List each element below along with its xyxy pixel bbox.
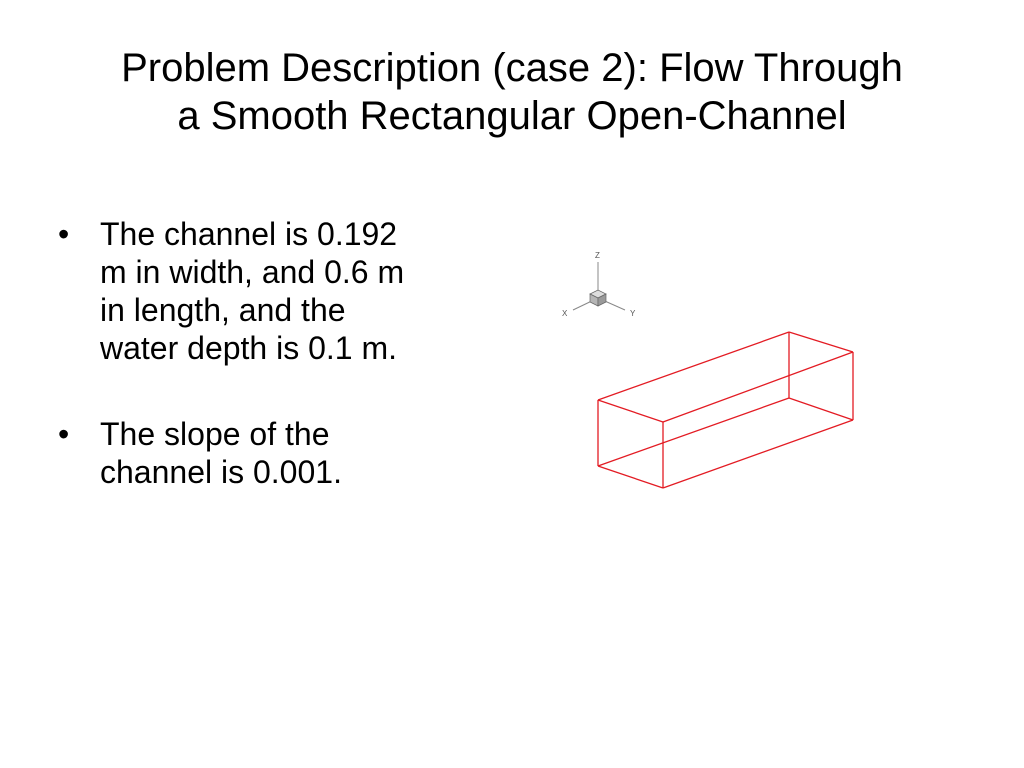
bullet-item-channel-dimensions: • The channel is 0.192 m in width, and 0… [58, 215, 498, 367]
z-axis-label: Z [595, 251, 600, 260]
slide-title-line-1: Problem Description (case 2): Flow Throu… [121, 46, 903, 90]
cube-right-face [597, 293, 607, 307]
channel-box [597, 331, 854, 489]
bullet-text-line: The slope of the [100, 416, 330, 452]
bullet-marker: • [58, 416, 70, 452]
bullet-list: • The channel is 0.192 m in width, and 0… [58, 215, 498, 539]
bullet-text-line: m in width, and 0.6 m [100, 254, 405, 290]
slide-title: Problem Description (case 2): Flow Throu… [40, 44, 984, 140]
bullet-text-line: in length, and the [100, 292, 346, 328]
box-edge [597, 399, 664, 423]
x-axis-label: X [562, 309, 568, 318]
bullet-text-line: water depth is 0.1 m. [100, 330, 398, 366]
box-edge [788, 397, 854, 421]
box-edge [597, 331, 790, 401]
y-axis-label: Y [630, 309, 636, 318]
bullet-text-line: channel is 0.001. [100, 454, 342, 490]
box-edge [597, 397, 790, 467]
bullet-marker: • [58, 216, 70, 252]
bullet-item-channel-slope: • The slope of the channel is 0.001. [58, 415, 498, 491]
axis-triad-icon: Z X Y [562, 251, 636, 318]
slide-title-line-2: a Smooth Rectangular Open-Channel [177, 94, 847, 138]
box-edge [662, 419, 854, 489]
bullet-text-line: The channel is 0.192 [100, 216, 398, 252]
channel-wireframe-figure: Z X Y [562, 251, 854, 489]
box-edge [662, 351, 854, 423]
box-edge [788, 331, 854, 353]
box-edge [597, 465, 664, 489]
